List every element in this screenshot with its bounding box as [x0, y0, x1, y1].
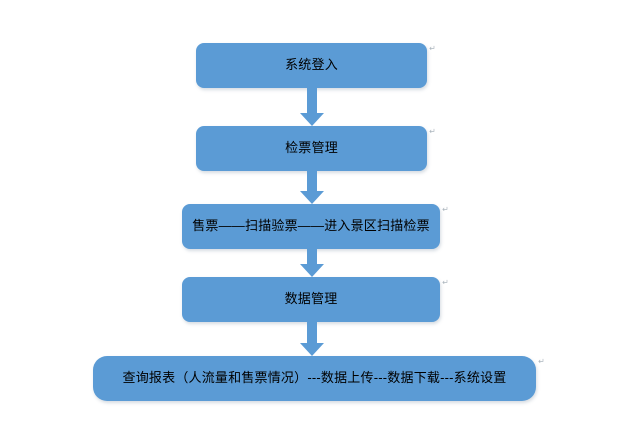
arrow-head-down-icon	[300, 264, 324, 277]
paragraph-mark-icon: ↵	[429, 127, 436, 136]
paragraph-mark-icon: ↵	[538, 357, 545, 366]
flow-node-report-query[interactable]: 查询报表（人流量和售票情况）---数据上传---数据下载---系统设置 ↵	[93, 356, 545, 401]
flow-node-report-label: 查询报表（人流量和售票情况）---数据上传---数据下载---系统设置	[122, 370, 507, 386]
arrow-shaft	[307, 322, 317, 343]
flow-node-ticket-label: 检票管理	[285, 140, 338, 156]
flow-node-sales-scan-inspect[interactable]: 售票——扫描验票——进入景区扫描检票 ↵	[182, 204, 449, 249]
connector-arrow-login-to-ticket	[300, 88, 324, 126]
paragraph-mark-icon: ↵	[442, 278, 449, 287]
arrow-head-down-icon	[300, 113, 324, 126]
paragraph-mark-icon: ↵	[429, 44, 436, 53]
paragraph-mark-icon: ↵	[442, 205, 449, 214]
connector-arrow-sales-to-data	[300, 249, 324, 277]
flow-node-ticket-management[interactable]: 检票管理 ↵	[196, 126, 436, 171]
connector-arrow-ticket-to-sales	[300, 171, 324, 204]
flow-node-login-label: 系统登入	[285, 57, 338, 73]
connector-arrow-data-to-report	[300, 322, 324, 356]
flow-node-data-management[interactable]: 数据管理 ↵	[182, 277, 449, 322]
arrow-shaft	[307, 249, 317, 264]
arrow-shaft	[307, 88, 317, 113]
arrow-shaft	[307, 171, 317, 191]
flow-node-data-label: 数据管理	[284, 291, 338, 307]
arrow-head-down-icon	[300, 191, 324, 204]
arrow-head-down-icon	[300, 343, 324, 356]
flow-node-sales-label: 售票——扫描验票——进入景区扫描检票	[192, 218, 430, 234]
flow-node-system-login[interactable]: 系统登入 ↵	[196, 43, 436, 88]
